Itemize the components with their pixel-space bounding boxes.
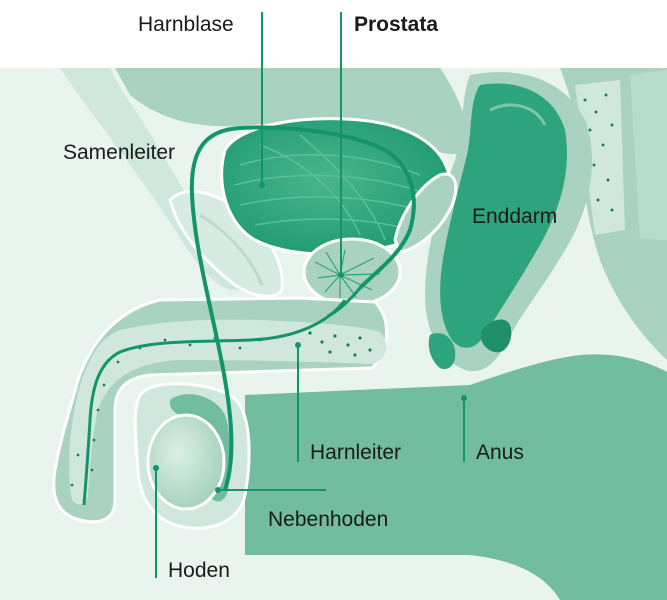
label-enddarm: Enddarm <box>472 205 557 228</box>
label-nebenhoden: Nebenhoden <box>268 508 388 531</box>
label-hoden: Hoden <box>168 559 230 582</box>
label-samenleiter: Samenleiter <box>63 141 175 164</box>
label-prostata: Prostata <box>354 13 438 36</box>
testis <box>148 415 224 509</box>
label-anus: Anus <box>476 441 524 464</box>
label-harnblase: Harnblase <box>138 13 234 36</box>
label-harnleiter: Harnleiter <box>310 441 401 464</box>
